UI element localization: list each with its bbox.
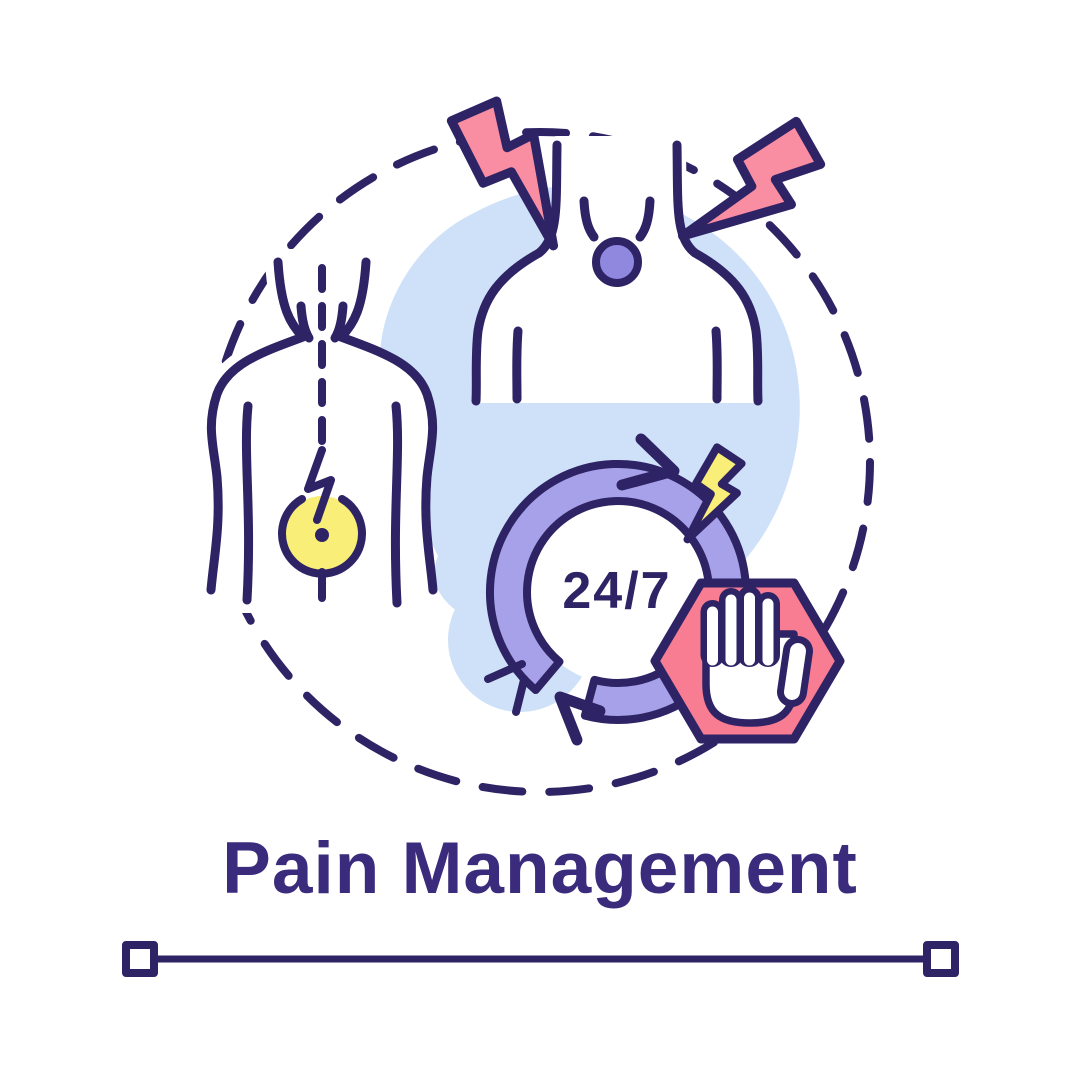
throat-pain-circle xyxy=(592,237,642,287)
impact-dash-2 xyxy=(512,676,528,716)
badge-24-7-label: 24/7 xyxy=(562,562,671,620)
back-view-body-icon xyxy=(206,257,438,608)
impact-dash-1 xyxy=(484,660,526,683)
flare-lightning-icon xyxy=(683,443,746,544)
front-neck-line-left xyxy=(579,196,599,242)
pain-lightning-right-icon xyxy=(678,116,826,241)
back-waist-line-right xyxy=(390,401,403,608)
front-arm-line-right xyxy=(711,326,722,404)
back-waist-line-left xyxy=(241,401,254,605)
cycle-arrowhead-top-icon xyxy=(616,433,680,491)
front-arm-line-left xyxy=(512,326,523,404)
pain-lightning-left-icon xyxy=(446,96,559,251)
cycle-arrow-band xyxy=(485,460,750,724)
back-outline-left xyxy=(206,257,308,595)
front-view-torso-icon xyxy=(471,140,763,406)
back-outline-right xyxy=(336,257,438,595)
hand-thumb-fill xyxy=(784,643,806,700)
hand-fingers-fill xyxy=(707,592,774,666)
divider-square-left-icon xyxy=(122,941,158,977)
front-neck-line-right xyxy=(635,196,655,242)
back-neck-line-left xyxy=(296,301,314,343)
cycle-arrowhead-bottom-icon xyxy=(554,691,606,746)
hand-fingers-outline xyxy=(700,586,780,667)
line-art-group: 24/7 Pain Management xyxy=(122,96,959,977)
spine-zigzag-bolt-icon xyxy=(304,446,335,524)
pain-point-dot xyxy=(315,528,329,542)
front-outline-right xyxy=(672,140,763,406)
stop-hand-icon xyxy=(650,578,845,744)
divider-square-right-icon xyxy=(923,941,959,977)
front-outline-left xyxy=(471,140,562,406)
divider xyxy=(122,941,959,977)
page-title: Pain Management xyxy=(222,828,858,909)
back-neck-line-right xyxy=(330,301,348,343)
